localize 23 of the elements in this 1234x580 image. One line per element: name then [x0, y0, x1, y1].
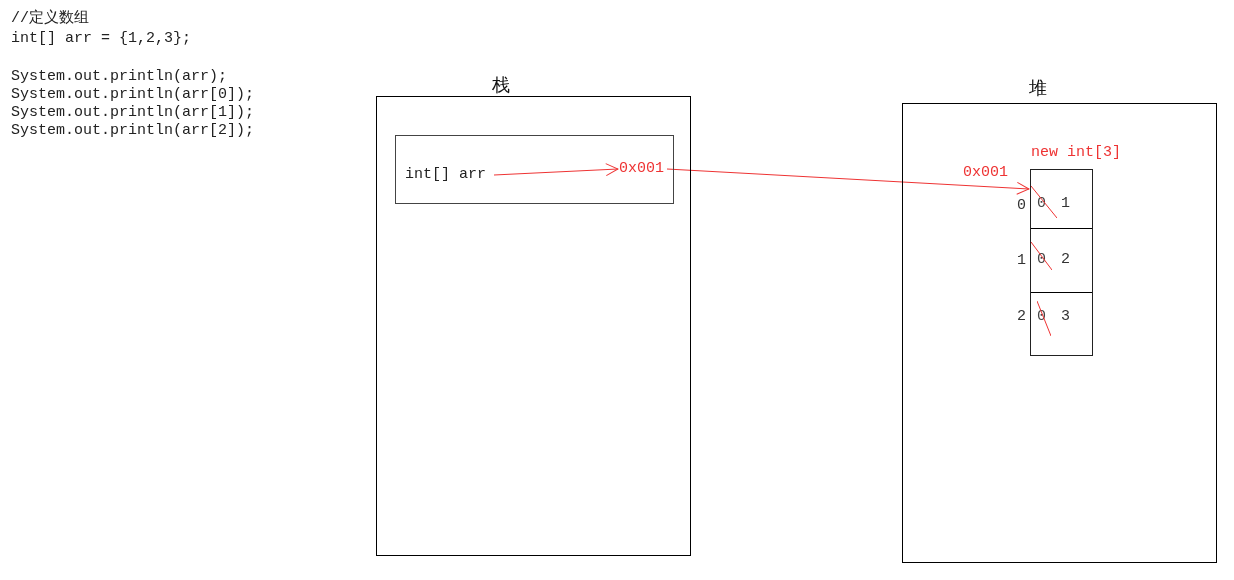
code-line: System.out.println(arr);	[11, 68, 228, 86]
cell-value: 3	[1061, 308, 1070, 326]
box-heading: 栈	[492, 75, 510, 95]
index-label: 2	[1017, 308, 1026, 326]
arrow	[493, 163, 619, 177]
old-value: 0	[1037, 308, 1046, 326]
code-line: System.out.println(arr[0]);	[11, 86, 255, 104]
array-heading: new int[3]	[1031, 144, 1121, 162]
cell-value: 1	[1061, 195, 1070, 213]
old-value: 0	[1037, 195, 1046, 213]
index-label: 0	[1017, 197, 1026, 215]
code-line: System.out.println(arr[1]);	[11, 104, 255, 122]
variable-name: int[] arr	[405, 166, 486, 184]
index-label: 1	[1017, 252, 1026, 270]
code-line: System.out.println(arr[2]);	[11, 122, 255, 140]
code-line: int[] arr = {1,2,3};	[11, 30, 192, 48]
old-value: 0	[1037, 251, 1046, 269]
variable-box	[395, 135, 674, 204]
box-heading: 堆	[1029, 78, 1047, 98]
cell-value: 2	[1061, 251, 1070, 269]
code-line: //定义数组	[11, 10, 89, 28]
arrow	[666, 168, 1030, 195]
address-text: 0x001	[619, 160, 664, 178]
